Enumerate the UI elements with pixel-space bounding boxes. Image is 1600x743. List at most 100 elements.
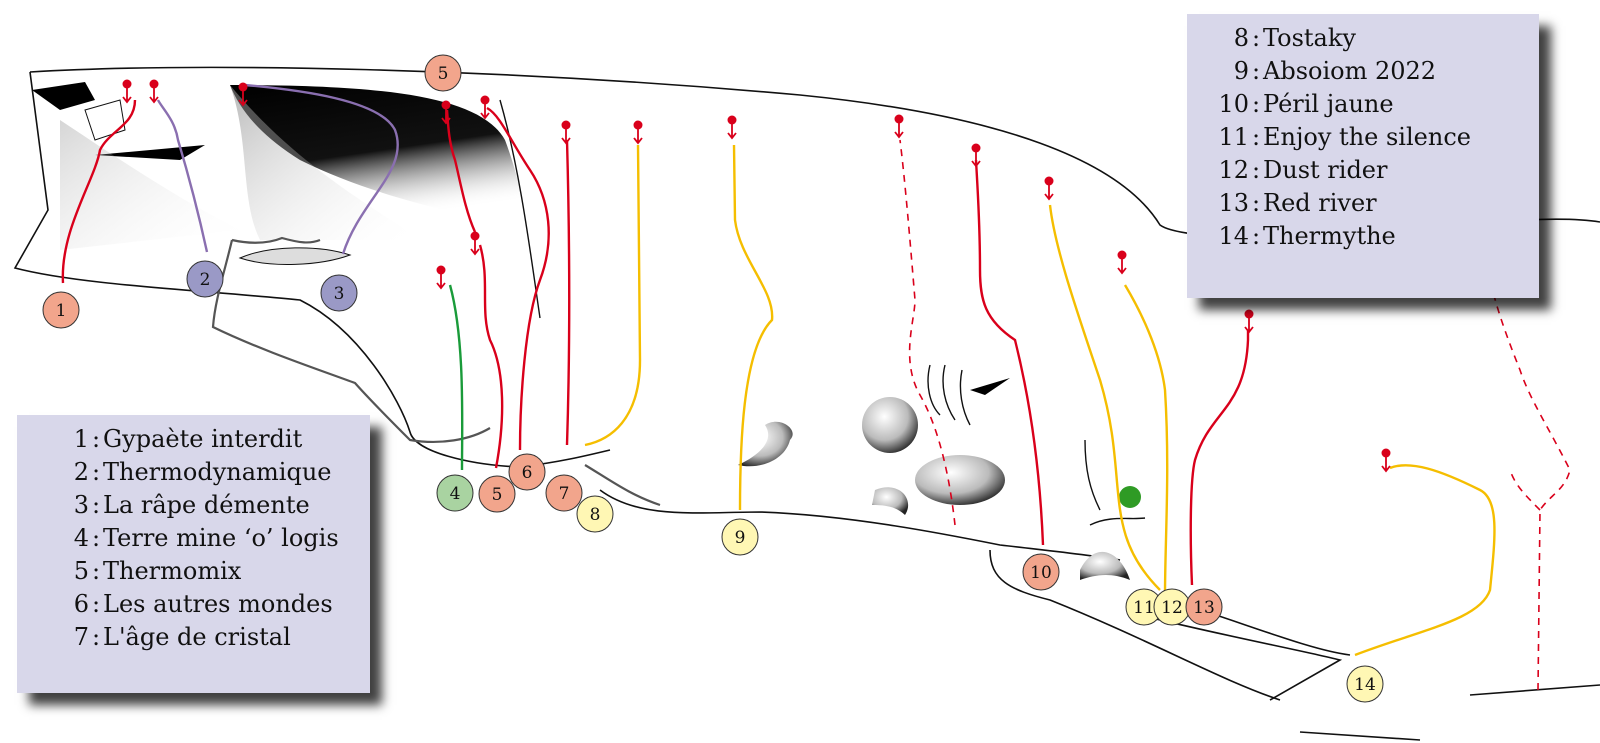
belay-anchors (122, 79, 1391, 473)
anchor-icon (149, 79, 159, 104)
legend-separator: : (1251, 156, 1261, 184)
marker-circle (42, 291, 80, 329)
anchor-icon (1381, 448, 1391, 473)
legend-route-name: Thermythe (1263, 222, 1396, 250)
legend-item: 5:Thermomix (17, 555, 370, 588)
legend-route-number: 7 (73, 623, 89, 651)
marker-circle (436, 474, 474, 512)
legend-route-number: 5 (73, 557, 89, 585)
legend-separator: : (91, 458, 101, 486)
route-7 (565, 139, 571, 446)
marker-circle (424, 54, 462, 92)
route-5 (478, 244, 504, 469)
legend-item: 9:Absoiom 2022 (1187, 55, 1539, 88)
rock-features (32, 82, 1146, 580)
routes (61, 83, 1571, 691)
marker-circle (1022, 553, 1060, 591)
legend-route-number: 14 (1218, 222, 1249, 250)
legend-item: 8:Tostaky (1187, 22, 1539, 55)
route-marker-9: 9 (721, 518, 759, 556)
marker-label: 13 (1193, 598, 1215, 618)
route-marker-8: 8 (576, 495, 614, 533)
legend-item: 4:Terre mine ‘o’ logis (17, 522, 370, 555)
anchor-icon (238, 82, 248, 107)
legend-item: 10:Péril jaune (1187, 88, 1539, 121)
route-marker-6: 6 (508, 453, 546, 491)
route-marker-3: 3 (320, 274, 358, 312)
route-marker-12: 12 (1153, 588, 1191, 626)
legend-route-number: 9 (1233, 57, 1249, 85)
anchor-icon (1117, 250, 1127, 275)
marker-label: 10 (1030, 563, 1052, 583)
route-11 (1048, 204, 1161, 591)
route-marker-13: 13 (1185, 588, 1223, 626)
legend-item: 14:Thermythe (1187, 220, 1539, 253)
marker-circle (320, 274, 358, 312)
marker-circle (1346, 665, 1384, 703)
route-marker-10: 10 (1022, 553, 1060, 591)
anchor-icon (894, 114, 904, 139)
marker-label: 7 (559, 484, 570, 504)
legend-route-name: Red river (1263, 189, 1377, 217)
legend-separator: : (91, 590, 101, 618)
legend-separator: : (91, 623, 101, 651)
legend-route-name: Gypaète interdit (103, 425, 303, 453)
anchor-icon (1044, 176, 1054, 201)
anchor-icon (727, 115, 737, 140)
route-marker-14: 14 (1346, 665, 1384, 703)
legend-item: 2:Thermodynamique (17, 456, 370, 489)
legend-route-number: 13 (1218, 189, 1249, 217)
legend-route-number: 1 (73, 425, 89, 453)
approach-path (211, 236, 661, 507)
route-10 (974, 159, 1045, 546)
route-14 (1354, 464, 1496, 657)
legend-item: 12:Dust rider (1187, 154, 1539, 187)
legend-route-name: L'âge de cristal (103, 623, 291, 651)
legend-route-name: Les autres mondes (103, 590, 333, 618)
legend-route-name: Absoiom 2022 (1263, 57, 1437, 85)
route-marker-5: 5 (478, 475, 516, 513)
marker-label: 11 (1133, 598, 1155, 618)
anchor-icon (971, 143, 981, 168)
anchor-icon (633, 120, 643, 145)
legend-separator: : (91, 557, 101, 585)
marker-label: 5 (492, 485, 503, 505)
anchor-icon (122, 79, 132, 104)
marker-label: 2 (200, 270, 211, 290)
legend-route-number: 6 (73, 590, 89, 618)
route-2 (156, 99, 209, 253)
route-marker-5: 5 (424, 54, 462, 92)
legend-route-number: 11 (1218, 123, 1249, 151)
route-right-dashed (1489, 279, 1571, 691)
marker-label: 8 (590, 505, 601, 525)
anchor-icon (1244, 309, 1254, 334)
legend-item: 13:Red river (1187, 187, 1539, 220)
legend-route-name: Terre mine ‘o’ logis (103, 524, 339, 552)
legend-route-number: 4 (73, 524, 89, 552)
legend-route-name: La râpe démente (103, 491, 310, 519)
marker-label: 6 (522, 463, 533, 483)
legend-separator: : (1251, 90, 1261, 118)
route-marker-11: 11 (1125, 588, 1163, 626)
anchor-icon (441, 100, 451, 125)
route-4 (448, 284, 464, 471)
route-12 (1123, 284, 1169, 596)
legend-item: 3:La râpe démente (17, 489, 370, 522)
legend-route-name: Enjoy the silence (1263, 123, 1471, 151)
route-marker-4: 4 (436, 474, 474, 512)
route-1 (61, 99, 137, 284)
marker-circle (1185, 588, 1223, 626)
legend-separator: : (1251, 123, 1261, 151)
legend-separator: : (1251, 57, 1261, 85)
anchor-icon (436, 265, 446, 290)
marker-circle (545, 474, 583, 512)
route-9-variant-dashed (899, 139, 956, 526)
route-8 (584, 144, 642, 447)
legend-route-name: Dust rider (1263, 156, 1388, 184)
route-5-upper (445, 109, 477, 233)
legend-route-number: 10 (1218, 90, 1249, 118)
marker-circle (478, 475, 516, 513)
legend-separator: : (91, 491, 101, 519)
